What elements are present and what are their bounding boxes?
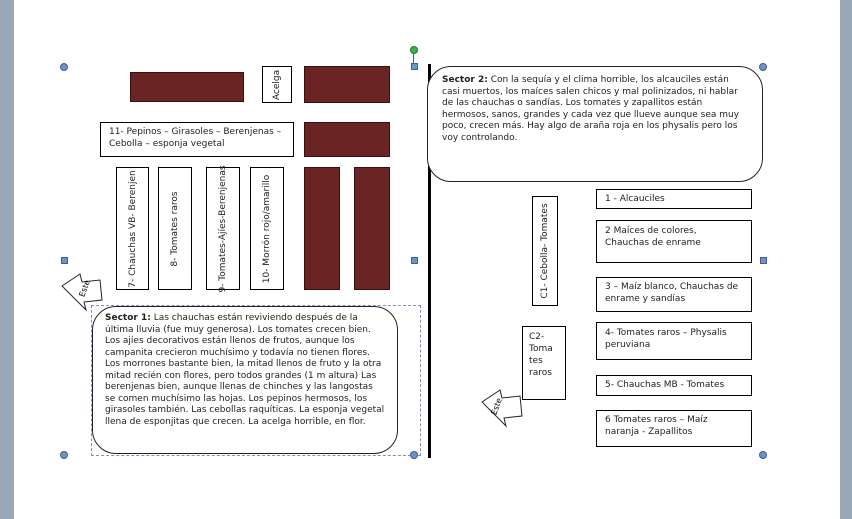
col-8-label: 8- Tomates raros xyxy=(170,190,180,267)
sector2-note[interactable]: Sector 2: Con la sequía y el clima horri… xyxy=(427,66,763,182)
bed-col-right-2 xyxy=(354,167,390,290)
sector1-note-title: Sector 1: xyxy=(105,313,151,323)
bed-col-right-1 xyxy=(304,167,340,290)
acelga-label: Acelga xyxy=(272,69,282,100)
row-3-label: 3 – Maíz blanco, Chauchas de enrame y sa… xyxy=(605,282,739,304)
bed-mid-right xyxy=(304,122,390,157)
rotate-handle[interactable] xyxy=(410,46,418,54)
sector1-note[interactable]: Sector 1: Las chauchas están reviviendo … xyxy=(92,306,398,454)
document-page: Acelga 11- Pepinos – Girasoles – Berenje… xyxy=(14,0,840,519)
bed-row-1[interactable]: 1 - Alcauciles xyxy=(596,189,752,209)
bed-col-8[interactable]: 8- Tomates raros xyxy=(158,167,192,290)
row-4-label: 4- Tomates raros – Physalis peruviana xyxy=(605,328,727,350)
sector2-note-title: Sector 2: xyxy=(442,75,488,85)
row-11-label: 11- Pepinos – Girasoles – Berenjenas – C… xyxy=(109,127,282,149)
bed-row-2[interactable]: 2 Maíces de colores, Chauchas de enrame xyxy=(596,220,752,263)
east-arrow-icon xyxy=(61,273,103,312)
east-arrow-right-icon xyxy=(481,389,523,428)
sector1-selection-frame xyxy=(91,305,421,456)
bed-row-3[interactable]: 3 – Maíz blanco, Chauchas de enrame y sa… xyxy=(596,277,752,312)
bed-acelga[interactable]: Acelga xyxy=(262,66,292,103)
row-6-label: 6 Tomates raros – Maíz naranja - Zapalli… xyxy=(605,415,708,437)
bed-c2[interactable]: C2- Toma tes raros xyxy=(522,326,566,400)
col-7-label: 7- Chauchas VB- Berenjen xyxy=(127,169,138,288)
col-10-label: 10- Morrón rojo/amarillo xyxy=(262,174,272,283)
bed-col-9[interactable]: 9- Tomates-Ajíes-Berenjenas xyxy=(206,164,240,293)
resize-handle-bc[interactable] xyxy=(410,451,418,459)
c2-label: C2- Toma tes raros xyxy=(529,332,553,378)
col-9-label: 9- Tomates-Ajíes-Berenjenas xyxy=(218,164,228,293)
bed-row-11[interactable]: 11- Pepinos – Girasoles – Berenjenas – C… xyxy=(100,122,294,157)
center-divider-line[interactable] xyxy=(428,64,431,458)
bed-row-4[interactable]: 4- Tomates raros – Physalis peruviana xyxy=(596,322,752,360)
resize-handle-ml[interactable] xyxy=(61,257,68,264)
row-2-label: 2 Maíces de colores, Chauchas de enrame xyxy=(605,226,701,248)
sector2-note-body: Con la sequía y el clima horrible, los a… xyxy=(442,75,740,143)
bed-top-right xyxy=(304,66,390,103)
resize-handle-tc[interactable] xyxy=(411,63,418,70)
bed-col-7[interactable]: 7- Chauchas VB- Berenjen xyxy=(116,167,149,290)
row-1-label: 1 - Alcauciles xyxy=(605,194,665,204)
resize-handle-br[interactable] xyxy=(759,451,767,459)
bed-col-10[interactable]: 10- Morrón rojo/amarillo xyxy=(250,167,284,290)
resize-handle-tl[interactable] xyxy=(60,63,68,71)
bed-c1[interactable]: C1- Cebolla- Tomates xyxy=(532,196,558,306)
rotate-handle-line xyxy=(413,52,414,64)
bed-row-5[interactable]: 5- Chauchas MB - Tomates xyxy=(596,375,752,396)
bed-row-6[interactable]: 6 Tomates raros – Maíz naranja - Zapalli… xyxy=(596,410,752,447)
row-5-label: 5- Chauchas MB - Tomates xyxy=(605,380,725,390)
resize-handle-mc[interactable] xyxy=(411,257,418,264)
resize-handle-bl[interactable] xyxy=(60,451,68,459)
sector1-note-body: Las chauchas están reviviendo después de… xyxy=(105,313,385,427)
resize-handle-mr[interactable] xyxy=(760,257,767,264)
c1-label: C1- Cebolla- Tomates xyxy=(540,203,550,299)
bed-top-left xyxy=(130,72,244,102)
resize-handle-tr[interactable] xyxy=(759,63,767,71)
